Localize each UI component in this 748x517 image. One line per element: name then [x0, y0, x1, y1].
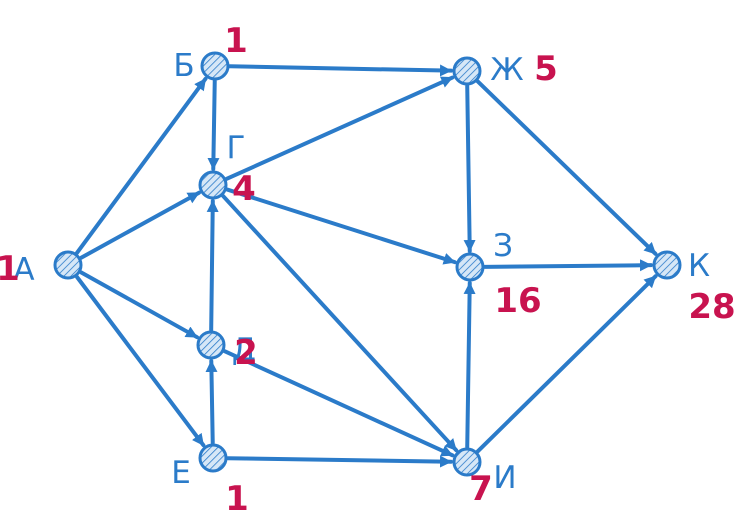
edge-g-z: [225, 187, 457, 265]
node-letter-zh: Ж: [490, 52, 523, 88]
node-z: [455, 252, 485, 282]
node-letter-e: Е: [171, 455, 191, 491]
node-count-zh: 5: [534, 49, 558, 89]
edge-a-e: [75, 274, 206, 448]
node-letter-d: Д: [232, 332, 256, 368]
node-count-k: 28: [688, 287, 735, 327]
edge-z-k: [482, 259, 654, 272]
node-i: [452, 447, 482, 477]
node-letter-g: Г: [227, 130, 246, 166]
edge-a-d: [79, 270, 200, 340]
node-e: [198, 443, 228, 473]
edge-i-z: [463, 280, 476, 450]
node-g: [198, 170, 228, 200]
edge-d-g: [206, 198, 219, 333]
nodes-layer: [53, 51, 682, 477]
node-a: [53, 250, 83, 280]
node-letter-b: Б: [173, 48, 194, 84]
node-letter-a: А: [13, 252, 34, 288]
node-letter-i: И: [493, 460, 516, 496]
node-count-a: 1: [0, 249, 20, 289]
node-count-i: 7: [469, 469, 493, 509]
edge-e-i: [225, 455, 454, 468]
node-k: [652, 250, 682, 280]
node-count-e: 1: [225, 479, 249, 517]
node-count-d: 2: [234, 333, 258, 373]
node-letter-k: К: [688, 248, 710, 284]
edge-b-zh: [227, 64, 454, 77]
node-count-b: 1: [224, 21, 248, 61]
node-letter-z: З: [493, 228, 513, 264]
node-zh: [452, 56, 482, 86]
node-b: [200, 51, 230, 81]
edge-i-k: [475, 274, 658, 454]
node-count-g: 4: [232, 169, 256, 209]
edge-g-zh: [224, 75, 455, 181]
node-d: [196, 330, 226, 360]
edges-layer: [74, 64, 658, 468]
edge-zh-k: [475, 79, 658, 256]
edge-g-i: [221, 194, 459, 453]
node-count-z: 16: [494, 281, 541, 321]
edge-a-b: [74, 76, 208, 255]
edge-b-g: [207, 78, 220, 172]
edge-e-d: [205, 358, 218, 446]
edge-a-g: [79, 190, 201, 260]
edge-d-i: [222, 349, 455, 458]
edge-zh-z: [463, 83, 476, 254]
